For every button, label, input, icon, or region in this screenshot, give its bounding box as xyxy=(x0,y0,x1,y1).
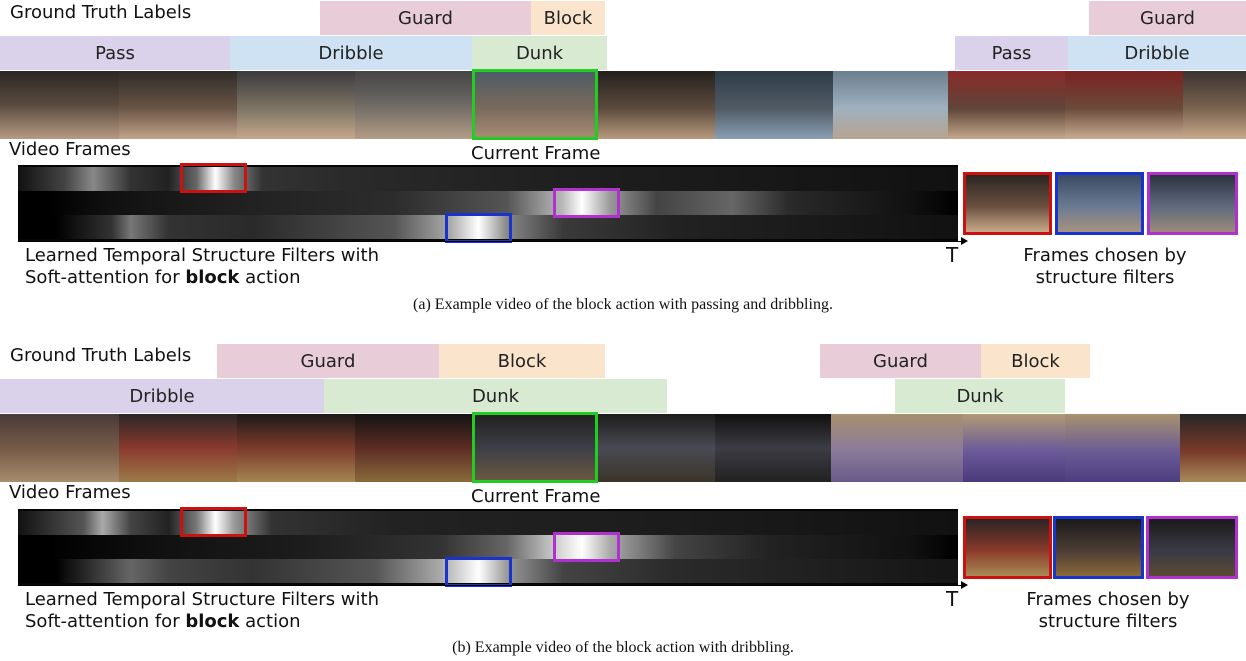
video-frame xyxy=(831,414,964,482)
video-frame xyxy=(237,414,356,482)
label-guard: Guard xyxy=(320,1,531,35)
label-pass: Pass xyxy=(0,36,230,70)
chosen-frames-description: Frames chosen by structure filters xyxy=(1000,245,1210,289)
filters-description-suffix: action xyxy=(239,267,301,288)
video-frames-label: Video Frames xyxy=(9,139,131,160)
filter-highlight-purple xyxy=(553,188,620,218)
video-frame xyxy=(473,414,598,482)
chosen-frames-line2: structure filters xyxy=(1035,267,1175,288)
time-axis-arrow-icon xyxy=(961,581,968,589)
temporal-filters xyxy=(18,509,958,585)
filters-description-prefix: Soft-attention for xyxy=(25,611,186,632)
time-axis-arrow-icon xyxy=(961,237,968,245)
filter-row xyxy=(18,215,958,239)
chosen-frames-line2: structure filters xyxy=(1038,611,1178,632)
video-frame xyxy=(355,71,474,139)
filters-description-action: block xyxy=(185,267,240,288)
video-frames-strip xyxy=(0,414,1246,482)
label-dunk: Dunk xyxy=(895,379,1065,413)
time-axis xyxy=(18,585,962,586)
video-frame xyxy=(833,71,949,139)
video-frame xyxy=(0,71,120,139)
label-block: Block xyxy=(439,344,605,378)
filter-row xyxy=(18,191,958,215)
filter-row xyxy=(18,535,958,559)
filters-description-line1: Learned Temporal Structure Filters with xyxy=(25,245,379,266)
label-dribble: Dribble xyxy=(1068,36,1246,70)
video-frame xyxy=(597,71,716,139)
video-frame xyxy=(715,71,834,139)
ground-truth-title: Ground Truth Labels xyxy=(10,345,192,366)
filters-description-line2: Soft-attention for block action xyxy=(25,267,379,289)
chosen-frames-description: Frames chosen by structure filters xyxy=(1003,589,1213,633)
chosen-frame-red xyxy=(963,516,1052,579)
video-frame xyxy=(1065,71,1184,139)
label-pass: Pass xyxy=(955,36,1068,70)
label-dunk: Dunk xyxy=(472,36,607,70)
video-frames-strip xyxy=(0,71,1246,139)
filter-highlight-red xyxy=(180,163,247,193)
chosen-frame-blue xyxy=(1055,172,1144,235)
video-frame xyxy=(1065,414,1181,482)
time-axis xyxy=(18,241,962,242)
filter-highlight-purple xyxy=(553,532,620,562)
label-dribble: Dribble xyxy=(0,379,324,413)
filter-row xyxy=(18,167,958,191)
video-frame xyxy=(963,414,1066,482)
video-frame xyxy=(715,414,832,482)
video-frame xyxy=(0,414,120,482)
label-guard: Guard xyxy=(217,344,439,378)
filter-highlight-blue xyxy=(445,213,512,243)
label-dribble: Dribble xyxy=(230,36,472,70)
filters-description-line1: Learned Temporal Structure Filters with xyxy=(25,589,379,610)
filters-description-prefix: Soft-attention for xyxy=(25,267,186,288)
current-frame-label: Current Frame xyxy=(471,143,601,164)
chosen-frames-line1: Frames chosen by xyxy=(1026,589,1190,610)
chosen-frame-red xyxy=(963,172,1052,235)
current-frame-highlight xyxy=(472,69,598,140)
temporal-filters xyxy=(18,165,958,241)
video-frame xyxy=(1180,414,1246,482)
label-block: Block xyxy=(531,1,605,35)
video-frame xyxy=(119,71,238,139)
panel-b: Ground Truth Labels Guard Block Guard Bl… xyxy=(0,343,1246,661)
chosen-frame-purple xyxy=(1146,516,1238,579)
chosen-frame-blue xyxy=(1053,516,1144,579)
filters-description: Learned Temporal Structure Filters with … xyxy=(25,245,379,289)
filter-highlight-blue xyxy=(445,557,512,587)
video-frame xyxy=(119,414,238,482)
label-guard: Guard xyxy=(1089,1,1246,35)
label-guard: Guard xyxy=(820,344,981,378)
chosen-frame-purple xyxy=(1147,172,1238,235)
panel-a: Ground Truth Labels Guard Block Guard Pa… xyxy=(0,0,1246,320)
filters-description-action: block xyxy=(185,611,240,632)
current-frame-label: Current Frame xyxy=(471,486,601,507)
filter-row xyxy=(18,559,958,583)
video-frame xyxy=(473,71,598,139)
chosen-frames-line1: Frames chosen by xyxy=(1023,245,1187,266)
ground-truth-title: Ground Truth Labels xyxy=(10,2,192,23)
filter-row xyxy=(18,511,958,535)
label-dunk: Dunk xyxy=(324,379,667,413)
filter-highlight-red xyxy=(180,507,247,537)
current-frame-highlight xyxy=(472,412,598,483)
video-frame xyxy=(1183,71,1246,139)
filters-description-suffix: action xyxy=(239,611,301,632)
filters-description-line2: Soft-attention for block action xyxy=(25,611,379,633)
video-frame xyxy=(355,414,474,482)
filters-description: Learned Temporal Structure Filters with … xyxy=(25,589,379,633)
time-axis-label: T xyxy=(946,243,959,267)
figure-caption-a: (a) Example video of the block action wi… xyxy=(413,296,833,313)
figure-caption-b: (b) Example video of the block action wi… xyxy=(452,639,794,656)
label-block: Block xyxy=(981,344,1090,378)
video-frame xyxy=(237,71,356,139)
video-frame xyxy=(948,71,1066,139)
time-axis-label: T xyxy=(946,587,959,611)
video-frames-label: Video Frames xyxy=(9,482,131,503)
video-frame xyxy=(597,414,716,482)
